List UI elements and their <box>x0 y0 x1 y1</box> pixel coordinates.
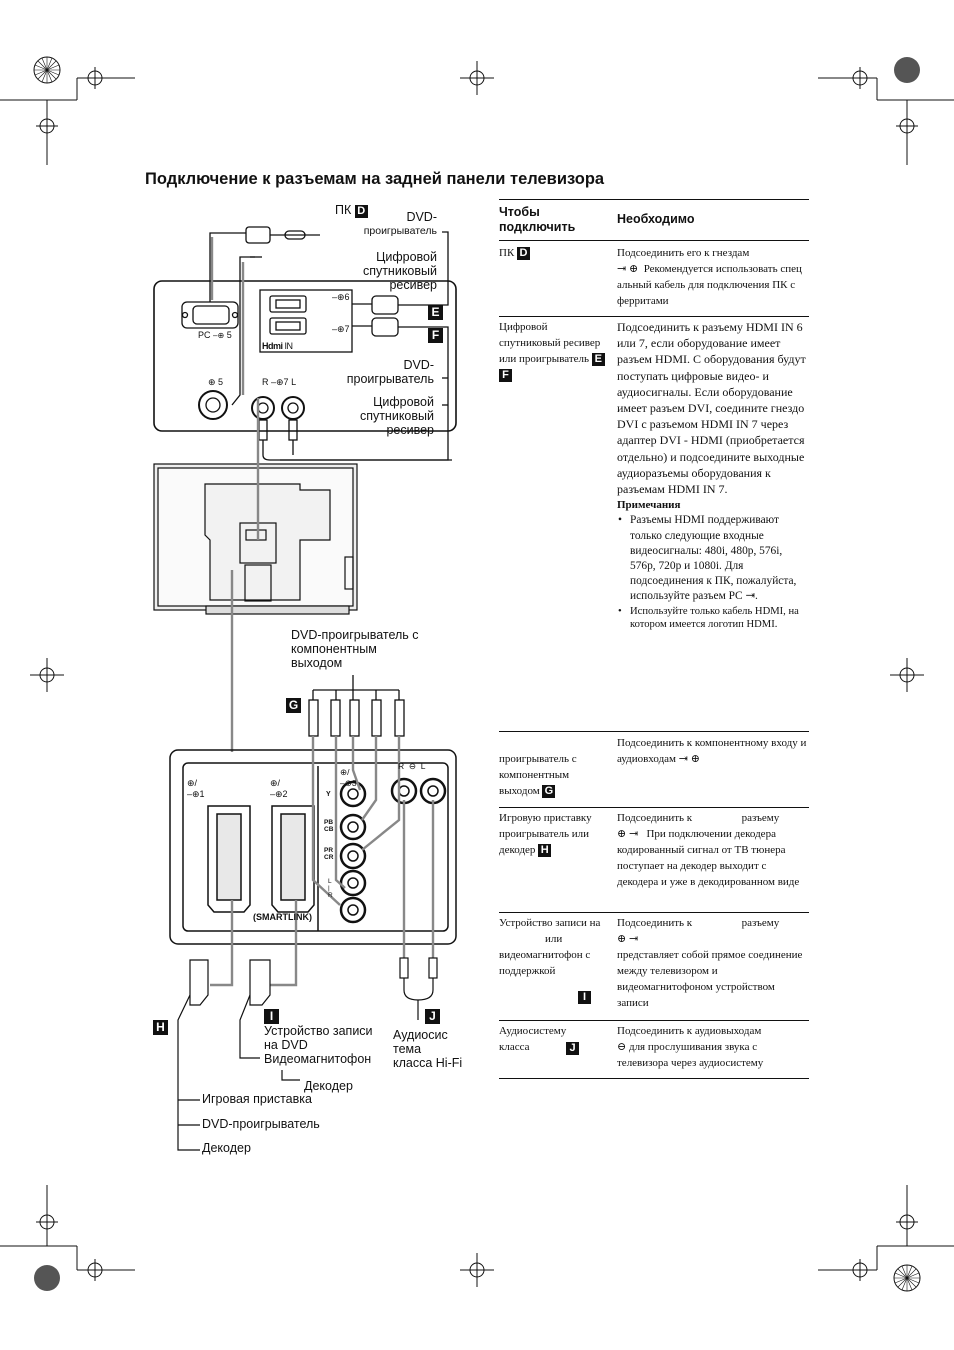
pc-input-icon-note: ⇥ <box>745 590 755 603</box>
row-audio-right: Подсоединить к аудиовыходам ⊖ для прослу… <box>617 1025 764 1070</box>
row-scart2-right: Подсоединить к разъему ⊕ ⇥ представляет … <box>617 917 803 1010</box>
badge-f-table: F <box>499 369 512 382</box>
badge-e: E <box>428 305 443 320</box>
row-rule-3 <box>499 807 809 808</box>
label-hifi: Аудиосис тема класса Hi-Fi <box>393 1028 463 1070</box>
badge-d: D <box>354 205 368 218</box>
badge-g-table: G <box>542 785 556 798</box>
hdmi-logo: Hdmi IN <box>262 341 293 351</box>
port-hdmi6-label: –⊕6 <box>332 292 350 302</box>
badge-f: F <box>428 328 443 343</box>
label-sat-top: Цифровой спутниковый ресивер <box>362 250 437 292</box>
row-hdmi-left: Цифровой спутниковый ресивер или проигры… <box>499 319 611 383</box>
badge-f-wrap: F <box>428 326 443 344</box>
badge-g-wrap: G <box>286 696 301 714</box>
label-sat-mid: Цифровой спутниковый ресивер <box>359 395 434 437</box>
row-audio-left: Аудиосистему класса J <box>499 1023 611 1055</box>
badge-j-table: J <box>566 1042 579 1055</box>
badge-e-table: E <box>591 353 605 366</box>
badge-i-wrap: I <box>264 1007 279 1025</box>
row-rule-5 <box>499 1020 809 1021</box>
badge-h: H <box>153 1020 168 1035</box>
label-dvd-mid: DVD-проигрыватель <box>346 358 434 386</box>
label-dvd-h: DVD-проигрыватель <box>202 1117 320 1131</box>
comp3-label: ⊕/–⊕3 <box>340 767 357 788</box>
table-bottom-rule <box>499 1078 809 1079</box>
audio-input-icon-2: ⊕ <box>690 753 700 766</box>
port-pc-label: PC –⊕ 5 <box>198 330 232 340</box>
scart-input-icon: ⊕ <box>617 828 627 841</box>
badge-h-wrap: H <box>153 1018 168 1036</box>
badge-h-table: H <box>538 844 552 857</box>
table-top-rule <box>499 199 809 200</box>
row-hdmi-right: Подсоединить к разъему HDMI IN 6 или 7, … <box>617 319 809 632</box>
badge-j-wrap: J <box>425 1007 440 1025</box>
badge-e-wrap: E <box>428 303 443 321</box>
label-decoder-i: Декодер <box>304 1079 353 1093</box>
port-rl-label: R –⊕7 L <box>262 377 297 387</box>
row-scart2-left: Устройство записи на или видеомагнитофон… <box>499 917 601 1004</box>
row-rule-4 <box>499 912 809 913</box>
col1-header: Чтобы подключить <box>499 205 576 234</box>
row-rule-1 <box>499 316 809 317</box>
row-scart1-left: Игровую приставку проигрыватель или деко… <box>499 812 592 857</box>
page-title: Подключение к разъемам на задней панели … <box>145 170 605 188</box>
col2-header: Необходимо <box>617 212 695 226</box>
badge-d-table: D <box>517 247 531 260</box>
label-game-console: Игровая приставка <box>202 1092 312 1106</box>
audio-output-icon: ⊖ <box>617 1041 627 1054</box>
port-audio5-label: ⊕ 5 <box>208 377 224 387</box>
row-component-right: Подсоединить к компонентному входу и ауд… <box>617 737 807 766</box>
row-component-left: проигрыватель с компонентным выходом G <box>499 753 577 798</box>
audio-out-label: R ⊖ L <box>398 761 426 771</box>
comp-y-label: Y <box>326 791 331 798</box>
scart1-label: ⊕/–⊕1 <box>187 778 205 799</box>
scart2-label: ⊕/–⊕2 <box>270 778 288 799</box>
badge-g: G <box>286 698 301 713</box>
label-decoder-h: Декодер <box>202 1141 251 1155</box>
row-rule-2 <box>499 731 809 732</box>
scart2-input-icon: ⊕ <box>617 933 627 946</box>
connection-diagram: ПК D DVD-проигрыватель Цифровой спутнико… <box>140 195 480 1165</box>
comp-lr-label: L|R <box>328 878 333 899</box>
label-recorder: Устройство записи на DVD Видеомагнитофон <box>264 1024 373 1066</box>
scart-output-icon: ⇥ <box>628 828 639 841</box>
row-pc-left: ПК D <box>499 245 611 261</box>
header-rule <box>499 240 809 241</box>
diagram-drawing <box>153 226 457 1151</box>
port-hdmi7-label: –⊕7 <box>332 324 350 334</box>
pc-input-icon: ⇥ <box>617 263 627 276</box>
row-scart1-right: Подсоединить к разъему ⊕ ⇥ При подключен… <box>617 812 800 889</box>
label-component-dvd: DVD-проигрыватель с компонентным выходом <box>291 628 419 670</box>
badge-i-table: I <box>578 991 591 1004</box>
row-pc-right: Подсоединить его к гнездам ⇥ ⊕ Рекоменду… <box>617 247 802 308</box>
smartlink-label: (SMARTLINK) <box>253 912 312 922</box>
label-pc: ПК D <box>335 203 368 218</box>
badge-i: I <box>264 1009 279 1024</box>
audio-input-icon: ⊕ <box>628 263 639 276</box>
component-input-icon: ⇥ <box>678 753 688 766</box>
label-dvd-top: DVD-проигрыватель <box>363 210 437 237</box>
badge-j: J <box>425 1009 440 1024</box>
connection-table: Чтобы подключить Необходимо ПК D Подсоед… <box>499 199 809 1079</box>
scart2-output-icon: ⇥ <box>628 933 639 946</box>
